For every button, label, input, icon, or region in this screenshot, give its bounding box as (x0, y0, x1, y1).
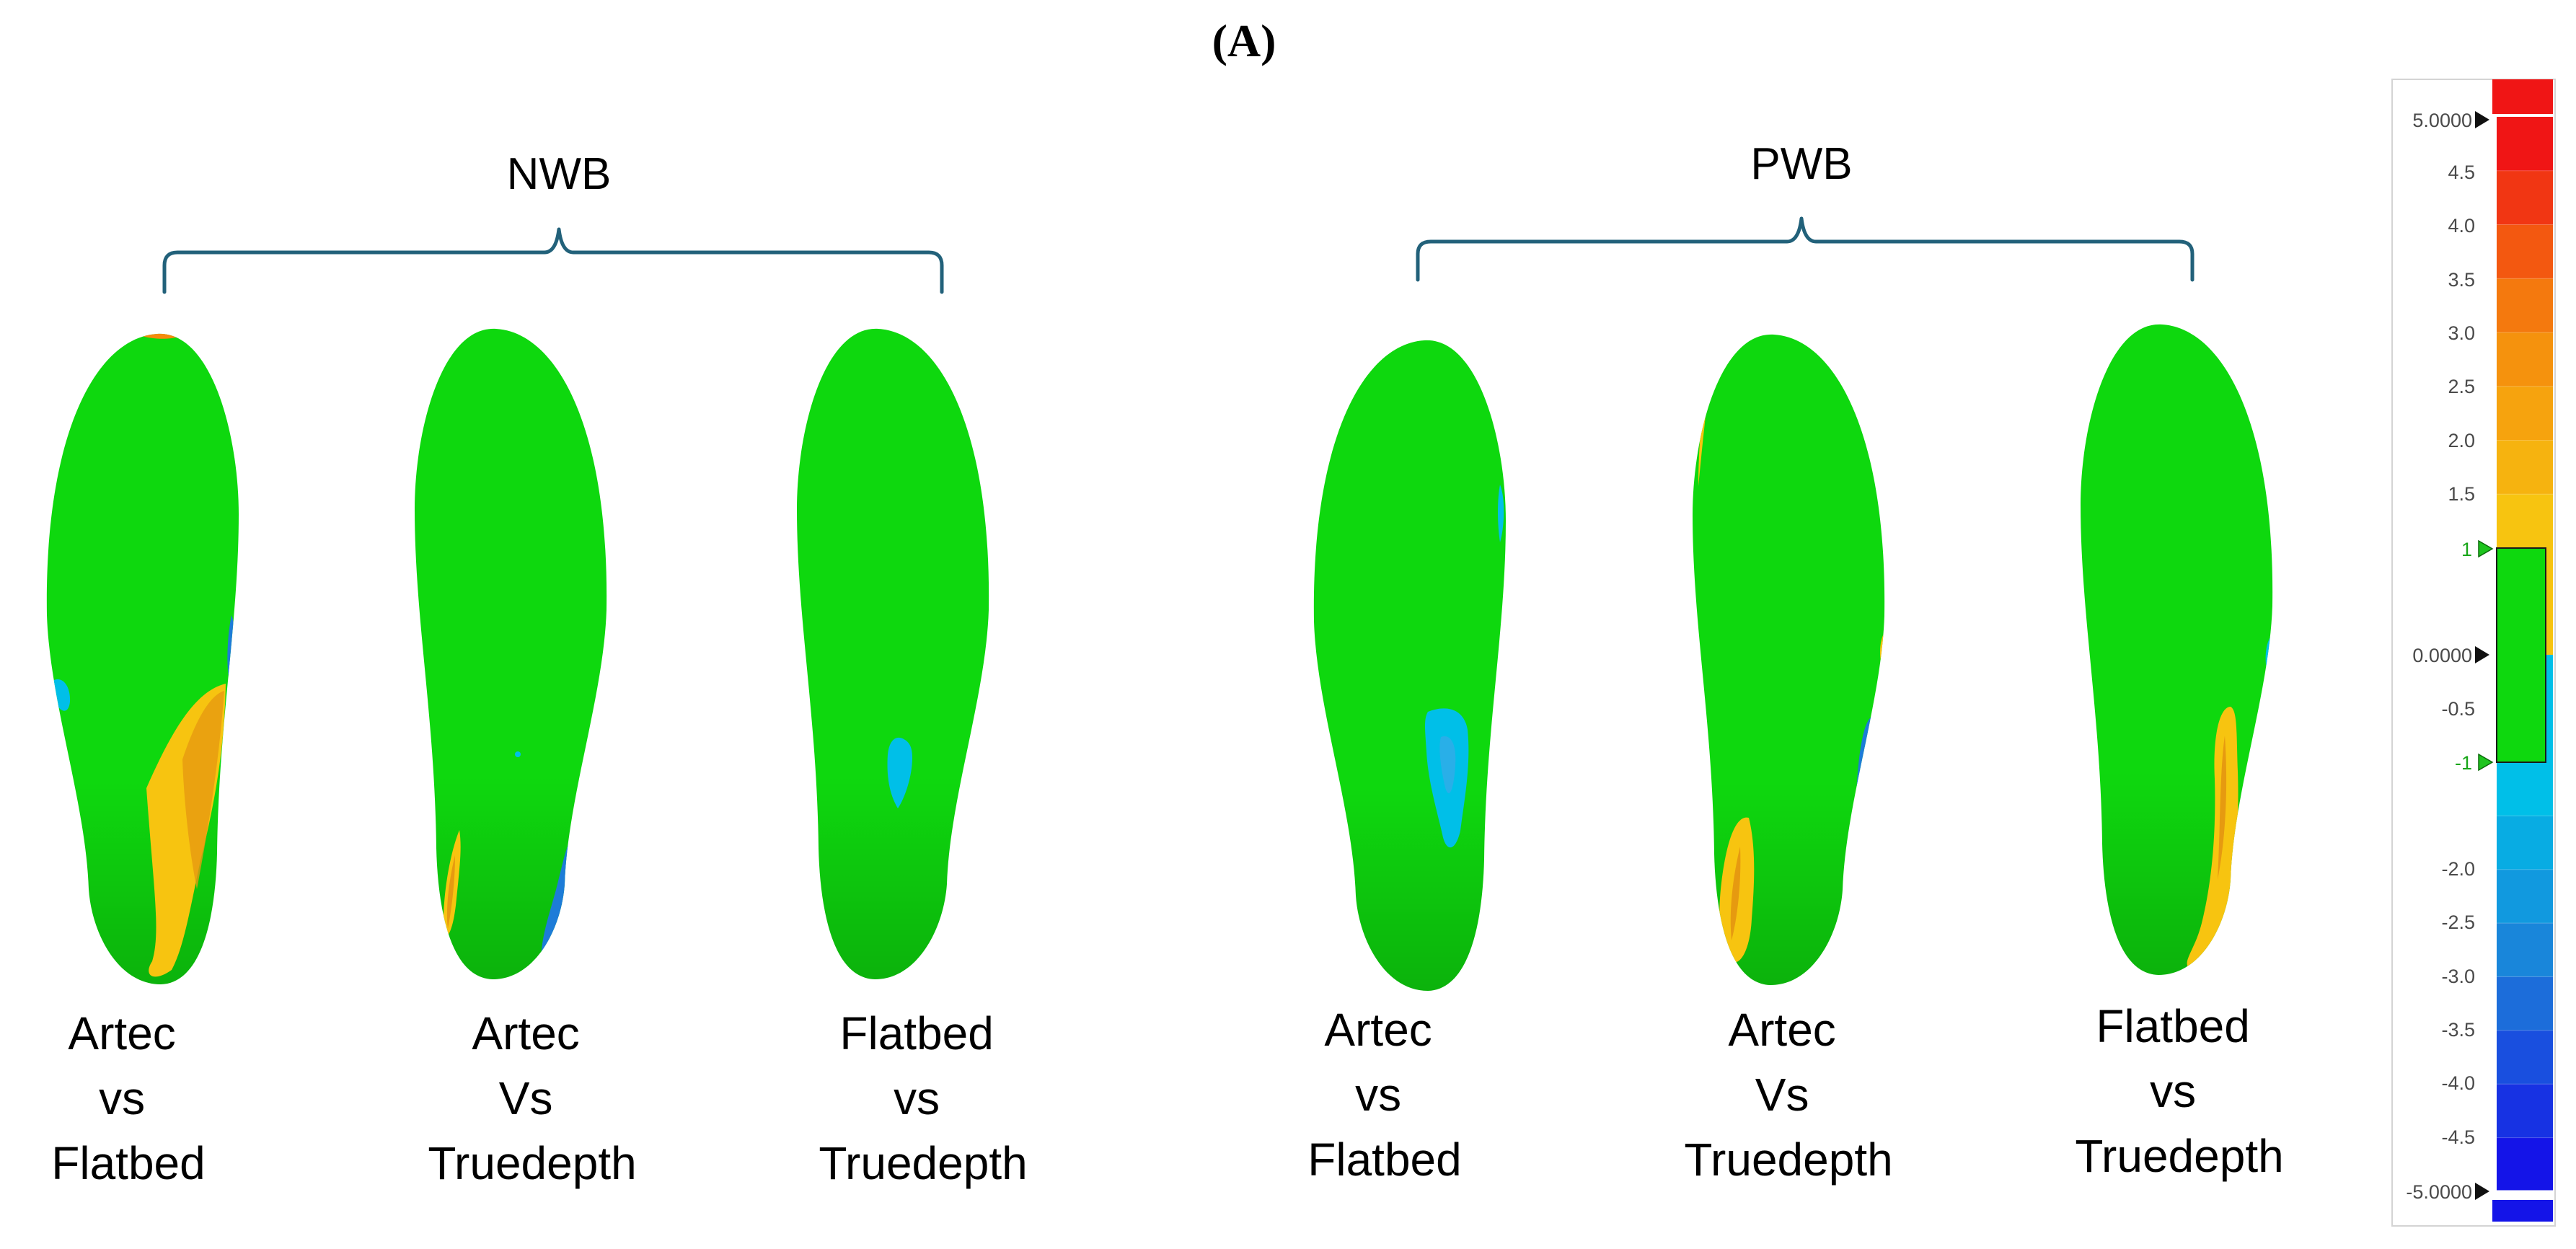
deviation-map-pwb-artec-vs-truedepth (1693, 334, 1885, 986)
scale-tick-4-0: 4.0 (2448, 215, 2475, 237)
scale-label-zero: 0.0000 (2412, 645, 2472, 666)
deviation-map-pwb-flatbed-vs-truedepth (2081, 324, 2273, 976)
scale-label-max: 5.0000 (2412, 110, 2472, 131)
scale-band-negative-3 (2497, 869, 2553, 924)
panel-label: (A) (1212, 15, 1276, 66)
group-nwb: NWB (46, 149, 1028, 1189)
scale-band-positive-7 (2497, 440, 2553, 495)
scale-marker-max (2475, 111, 2489, 128)
caption-pwb-artec-vs-truedepth: Artec Vs Truedepth (1684, 1004, 1892, 1186)
scale-band-positive-8 (2497, 494, 2553, 549)
group-label-nwb: NWB (507, 149, 612, 199)
scale-tick-neg-2-5: -2.5 (2441, 912, 2475, 933)
scale-tick-4-5: 4.5 (2448, 162, 2475, 183)
scale-band-positive-1 (2497, 117, 2553, 172)
scale-tick-2-0: 2.0 (2448, 430, 2475, 451)
scale-band-negative-4 (2497, 923, 2553, 977)
scale-band-negative-2 (2497, 816, 2553, 870)
scale-band-negative-5 (2497, 976, 2553, 1031)
color-scale-min-cap (2492, 1200, 2553, 1222)
scale-tick-3-0: 3.0 (2448, 322, 2475, 344)
group-brace-nwb (162, 227, 944, 294)
deviation-map-nwb-artec-vs-truedepth (415, 328, 607, 980)
group-label-pwb: PWB (1750, 139, 1852, 189)
caption-pwb-artec-vs-flatbed: Artec vs Flatbed (1307, 1004, 1461, 1186)
scale-band-negative-6 (2497, 1030, 2553, 1085)
scale-marker-min (2475, 1183, 2489, 1200)
scale-label-lower-threshold: -1 (2455, 752, 2472, 774)
deviation-map-pwb-artec-vs-flatbed (1313, 340, 1506, 992)
scale-tick-neg-3-5: -3.5 (2441, 1019, 2475, 1041)
caption-nwb-artec-vs-truedepth: Artec Vs Truedepth (428, 1007, 636, 1189)
deviation-map-nwb-artec-vs-flatbed (46, 333, 239, 985)
scale-tick-neg-4-5: -4.5 (2441, 1126, 2475, 1148)
scale-band-positive-3 (2497, 224, 2553, 279)
scale-band-negative-7 (2497, 1084, 2553, 1139)
color-scale-legend: 5.0000 0.0000 -5.0000 1 -1 4.5 4.0 3.5 3… (2391, 79, 2556, 1227)
scale-tick-neg-3-0: -3.0 (2441, 966, 2475, 987)
scale-tick-neg-2-0: -2.0 (2441, 858, 2475, 880)
scale-marker-zero (2475, 646, 2489, 663)
caption-nwb-flatbed-vs-truedepth: Flatbed vs Truedepth (819, 1007, 1027, 1189)
scale-tick-2-5: 2.5 (2448, 376, 2475, 397)
caption-pwb-flatbed-vs-truedepth: Flatbed vs Truedepth (2075, 1000, 2283, 1182)
group-brace-pwb (1416, 216, 2195, 282)
scale-band-positive-6 (2497, 386, 2553, 441)
scale-marker-upper-threshold (2478, 539, 2494, 558)
scale-band-negative-1 (2497, 762, 2553, 816)
group-pwb: PWB (1307, 139, 2283, 1186)
scale-marker-lower-threshold (2478, 753, 2494, 772)
scale-label-upper-threshold: 1 (2461, 539, 2472, 560)
scale-band-positive-4 (2497, 278, 2553, 333)
scale-tick-neg-4-0: -4.0 (2441, 1072, 2475, 1094)
scale-band-positive-5 (2497, 332, 2553, 387)
scale-tick-1-5: 1.5 (2448, 483, 2475, 505)
color-scale-max-cap (2492, 79, 2553, 114)
deviation-map-nwb-flatbed-vs-truedepth (797, 328, 989, 980)
scale-tick-3-5: 3.5 (2448, 269, 2475, 291)
scale-band-positive-2 (2497, 170, 2553, 225)
scale-label-min: -5.0000 (2406, 1181, 2472, 1203)
color-scale-border (2391, 79, 2556, 1227)
color-scale-tolerance-band (2496, 547, 2546, 763)
scale-tick-neg-0-5: -0.5 (2441, 698, 2475, 720)
caption-nwb-artec-vs-flatbed: Artec vs Flatbed (51, 1007, 205, 1189)
scale-band-negative-8 (2497, 1137, 2553, 1192)
